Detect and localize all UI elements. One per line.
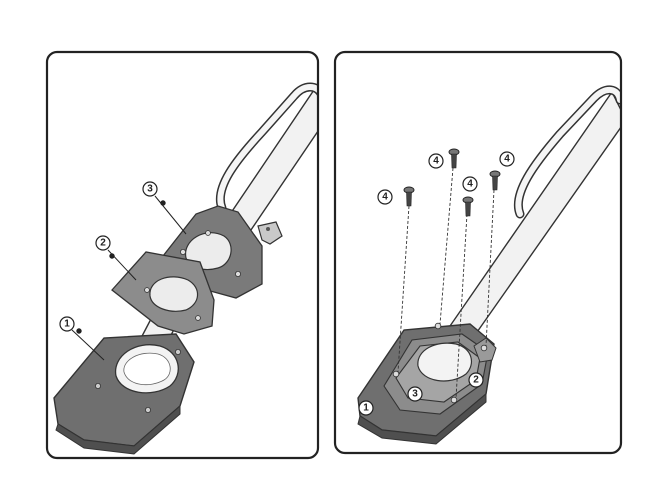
- callout-3-label: 3: [147, 184, 153, 195]
- callout-2: 2: [468, 372, 484, 388]
- part-1-base-plate: [53, 333, 195, 455]
- exploded-view-panel: 3 2 1: [45, 50, 320, 460]
- callout-3: 3: [407, 386, 423, 402]
- callout-1: 1: [59, 316, 75, 332]
- callout-3: 3: [142, 181, 158, 197]
- callout-4: 4: [499, 151, 515, 167]
- callout-4: 4: [462, 176, 478, 192]
- callout-3-label: 3: [412, 389, 418, 400]
- callout-2-label: 2: [100, 238, 106, 249]
- screw-icon: [403, 186, 415, 207]
- callout-2: 2: [95, 235, 111, 251]
- callout-4-label: 4: [467, 179, 473, 190]
- callout-1: 1: [358, 400, 374, 416]
- screw-icon: [448, 148, 460, 169]
- exploded-view-frame: [45, 50, 320, 460]
- callout-4-label: 4: [504, 154, 510, 165]
- part-2-middle-plate: [111, 251, 215, 335]
- callout-4: 4: [428, 153, 444, 169]
- screw-icon: [462, 196, 474, 217]
- screw-paths: [397, 167, 495, 399]
- callout-4-label: 4: [433, 156, 439, 167]
- callout-4: 4: [377, 189, 393, 205]
- assembled-view-frame: [333, 50, 623, 455]
- screw-icon: [489, 170, 501, 191]
- side-stand-leg-assembled: [430, 85, 621, 363]
- callout-2-label: 2: [473, 375, 479, 386]
- assembled-view-panel: 4 4 4 4 1 2 3: [333, 50, 623, 455]
- callout-4-label: 4: [382, 192, 388, 203]
- assembled-plate-stack: [357, 322, 497, 445]
- leader-lines: [71, 195, 187, 361]
- callout-1-label: 1: [64, 319, 70, 330]
- callout-1-label: 1: [363, 403, 369, 414]
